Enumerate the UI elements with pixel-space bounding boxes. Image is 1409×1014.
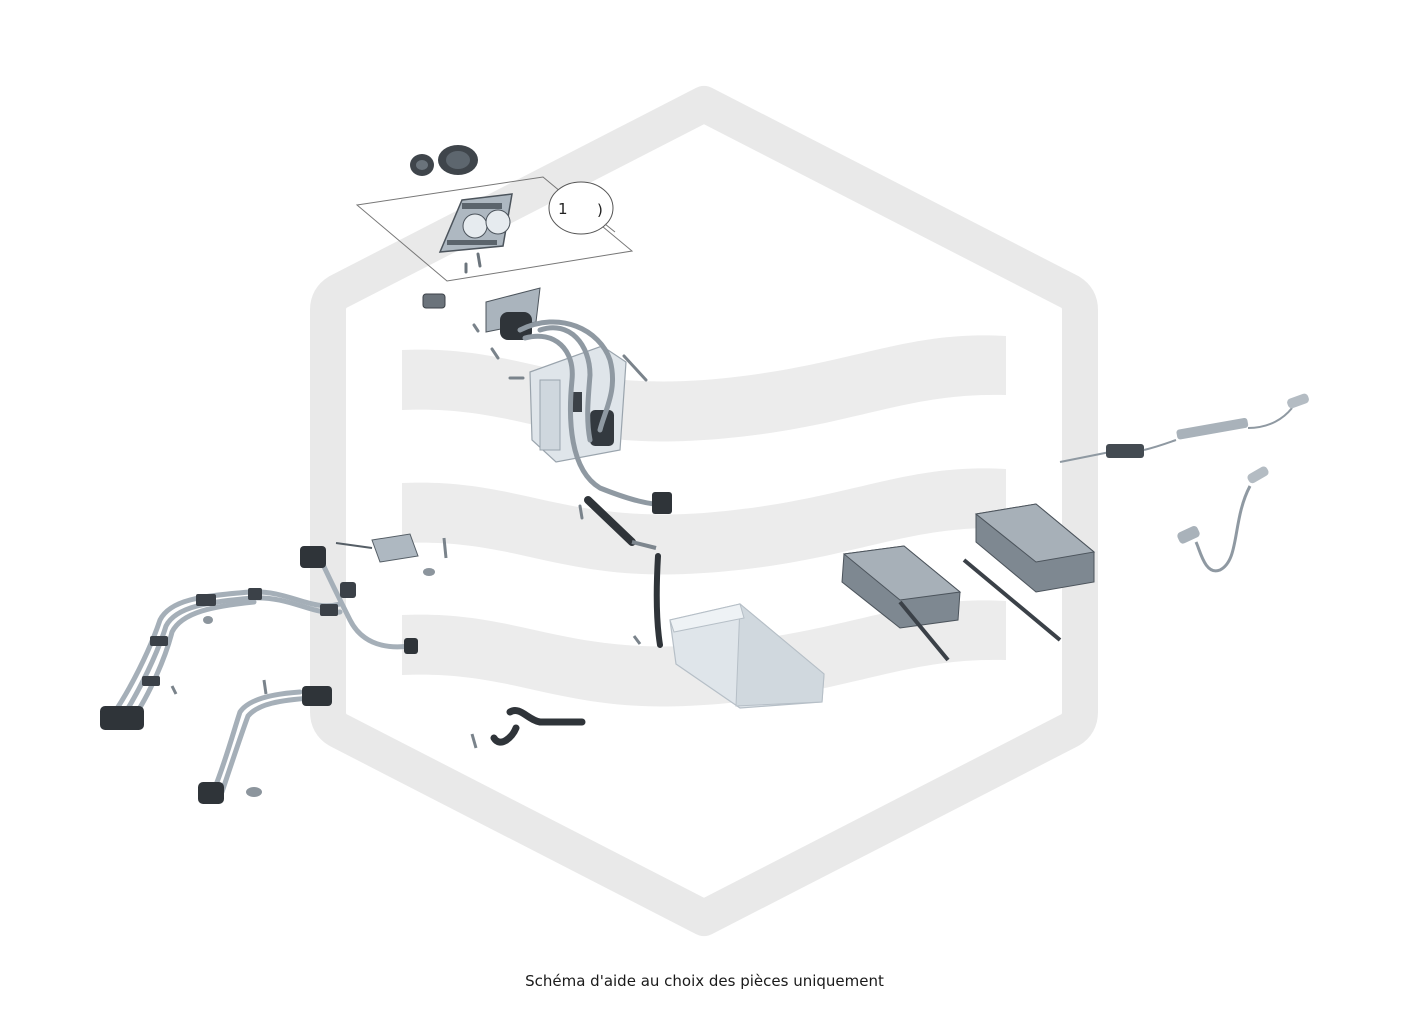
battery-module-1 xyxy=(841,545,962,662)
diagram-caption: Schéma d'aide au choix des pièces unique… xyxy=(525,972,884,990)
harness-lower-bolts xyxy=(246,679,268,797)
screw xyxy=(464,252,482,274)
cable-bundle-central xyxy=(517,319,671,508)
connector-end xyxy=(652,492,672,514)
battery-strap-2 xyxy=(962,558,1062,642)
harness-left-bolts xyxy=(170,616,213,695)
control-plate xyxy=(438,193,513,253)
harness-lower-connectors xyxy=(198,686,332,804)
charging-cable-1 xyxy=(1059,393,1309,463)
callout-number: 1 xyxy=(558,200,568,218)
charging-cable-2 xyxy=(1177,466,1269,573)
callout-1: 1 ) xyxy=(548,181,616,235)
harness-left-connectors xyxy=(100,546,418,730)
battery-module-2 xyxy=(974,503,1096,593)
harness-left-clamps xyxy=(142,582,356,686)
small-bolts-central xyxy=(472,323,648,520)
svg-text:): ) xyxy=(597,201,603,219)
detail-frame xyxy=(355,176,634,282)
harness-left xyxy=(109,555,413,723)
watermark-logo xyxy=(310,86,1098,936)
harness-lower xyxy=(211,689,315,795)
ground-strap xyxy=(584,496,663,648)
control-unit xyxy=(669,602,825,709)
grommet-large xyxy=(438,145,478,175)
mounting-bracket xyxy=(335,533,448,576)
grommet-small xyxy=(410,154,434,176)
short-cable xyxy=(470,707,586,749)
central-junction-box xyxy=(485,287,627,463)
connector-block xyxy=(422,293,446,309)
